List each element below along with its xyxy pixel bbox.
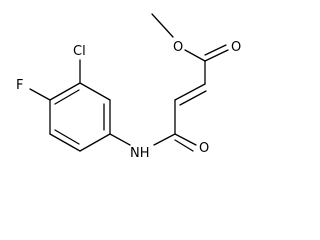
bond-ring-n <box>109 133 131 146</box>
fluorine-label: F <box>16 78 23 93</box>
bond-alkene-double <box>174 83 206 101</box>
bond-amide-c-o-double <box>174 139 194 152</box>
ring-bond-c1-c2 <box>49 82 81 101</box>
ring-double-bond-3 <box>54 129 80 145</box>
bond-ester-c-o-single-to-carbonyl <box>204 49 229 62</box>
benzene-ring <box>49 82 111 152</box>
amide-carbonyl-oxygen-label: O <box>199 141 209 156</box>
bond-ester-o-methyl <box>151 13 174 38</box>
ring-double-bond-1 <box>54 89 80 105</box>
ring-bond-c5-c6 <box>49 133 81 152</box>
molecule-structure: Cl F NH O O O <box>16 13 241 161</box>
bond-n-carbonyl-c <box>153 133 176 146</box>
bond-alkene-double-inner <box>179 90 207 106</box>
amide-nitrogen-label: NH <box>130 146 150 161</box>
bond-amide-c-o <box>174 133 197 146</box>
ester-carbonyl-oxygen-label: O <box>231 40 241 55</box>
bond-ring-f <box>29 88 51 101</box>
ring-bond-c2-c3 <box>79 82 111 101</box>
structure-canvas: Cl F NH O O O <box>16 13 241 161</box>
chlorine-label: Cl <box>73 44 86 59</box>
ring-bond-c4-c5 <box>79 133 111 152</box>
bond-ester-c-ester-o <box>184 49 206 62</box>
bond-ester-c-o-double <box>204 44 227 56</box>
ester-oxygen-label: O <box>173 40 183 55</box>
